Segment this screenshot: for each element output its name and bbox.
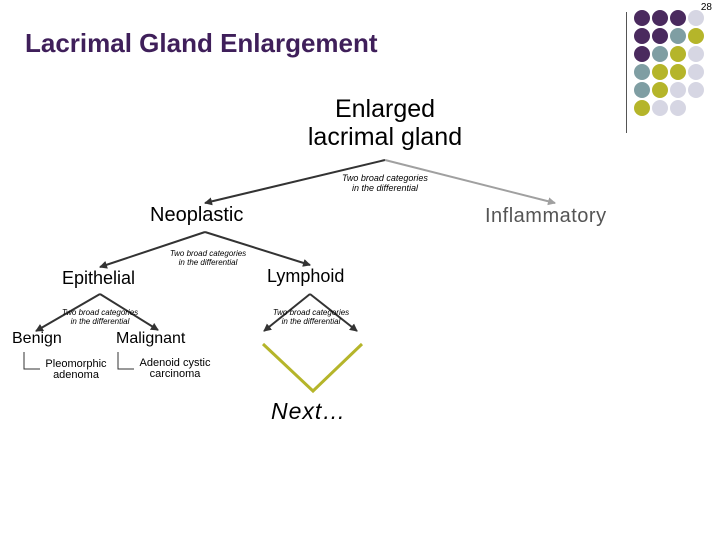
arrow-to-epithelial: [99, 231, 206, 269]
dot: [652, 10, 668, 26]
root-line-1: Enlarged: [334, 95, 436, 123]
epithelial-note-line-1: Two broad categories: [61, 308, 139, 317]
dot: [634, 82, 650, 98]
dot: [652, 46, 668, 62]
dot: [670, 46, 686, 62]
adenoid-cystic-carcinoma-node: Adenoid cystic carcinoma: [130, 358, 220, 380]
level1-note-line-2: in the differential: [351, 183, 419, 193]
dot: [688, 82, 704, 98]
header-divider: [626, 12, 627, 133]
neoplastic-node: Neoplastic: [150, 204, 244, 226]
next-label: Next…: [271, 398, 347, 424]
root-node: Enlarged lacrimal gland: [290, 95, 480, 151]
dot: [670, 10, 686, 26]
level1-note-line-1: Two broad categories: [342, 173, 428, 183]
dot: [652, 64, 668, 80]
decorative-dot-grid: [0, 0, 720, 120]
level1-note: Two broad categories in the differential: [325, 173, 445, 193]
pleomorphic-line-2: adenoma: [53, 369, 99, 381]
lymphoid-note-line-1: Two broad categories: [272, 308, 350, 317]
dot: [634, 46, 650, 62]
lymphoid-note-line-2: in the differential: [281, 317, 341, 326]
neoplastic-note: Two broad categories in the differential: [158, 249, 258, 267]
dot: [688, 46, 704, 62]
neoplastic-note-line-2: in the differential: [178, 258, 238, 267]
lymphoid-node: Lymphoid: [267, 266, 345, 286]
dot: [688, 64, 704, 80]
dot: [634, 100, 650, 116]
arrow-lymphoid-right: [309, 293, 358, 332]
lymphoid-note: Two broad categories in the differential: [261, 308, 361, 326]
arrow-lymphoid-left: [263, 293, 311, 332]
dot: [688, 28, 704, 44]
adenoid-line-1: Adenoid cystic: [139, 357, 211, 369]
dot: [670, 100, 686, 116]
elbow-benign-pleomorphic: [23, 352, 40, 370]
arrow-to-neoplastic: [204, 159, 386, 206]
dot: [670, 64, 686, 80]
arrow-to-malignant: [99, 293, 159, 331]
malignant-node: Malignant: [116, 330, 186, 347]
pleomorphic-line-1: Pleomorphic: [45, 358, 107, 370]
arrow-to-benign: [35, 293, 101, 332]
page-number: 28: [700, 2, 712, 13]
dot: [670, 28, 686, 44]
arrow-to-inflammatory: [384, 159, 556, 206]
dot: [634, 28, 650, 44]
pleomorphic-adenoma-node: Pleomorphic adenoma: [38, 359, 114, 381]
benign-node: Benign: [12, 330, 62, 347]
dot: [670, 82, 686, 98]
dot: [652, 28, 668, 44]
next-funnel: [261, 342, 364, 394]
epithelial-note-line-2: in the differential: [70, 317, 130, 326]
dot: [652, 82, 668, 98]
dot: [634, 64, 650, 80]
dot: [634, 10, 650, 26]
dot: [688, 10, 704, 26]
page-title: Lacrimal Gland Enlargement: [25, 28, 378, 58]
arrow-to-lymphoid: [204, 231, 311, 267]
root-line-2: lacrimal gland: [307, 123, 463, 151]
epithelial-note: Two broad categories in the differential: [50, 308, 150, 326]
adenoid-line-2: carcinoma: [149, 368, 201, 380]
dot: [652, 100, 668, 116]
neoplastic-note-line-1: Two broad categories: [169, 249, 247, 258]
epithelial-node: Epithelial: [62, 268, 136, 288]
inflammatory-node: Inflammatory: [485, 205, 607, 227]
elbow-malignant-adenoid: [117, 352, 134, 370]
